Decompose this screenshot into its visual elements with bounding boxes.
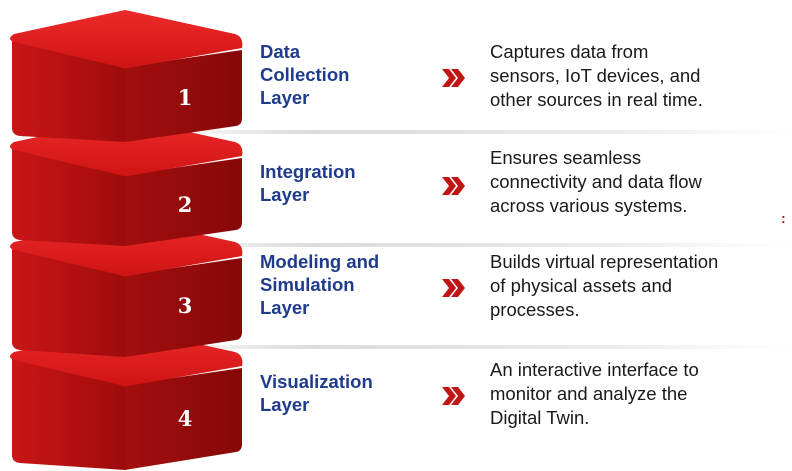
- separator-band: [150, 130, 792, 134]
- layer-title-1: Data Collection Layer: [260, 40, 430, 109]
- description-line: Captures data from: [490, 41, 649, 62]
- layer-description-3: Builds virtual representation of physica…: [490, 250, 790, 322]
- description-line: monitor and analyze the: [490, 383, 688, 404]
- layer-title-line: Visualization: [260, 371, 373, 392]
- layer-block-1: 1: [10, 10, 243, 142]
- layer-title-line: Collection: [260, 64, 350, 85]
- layer-title-line: Data: [260, 41, 301, 62]
- layer-stack: 4 3 2 1: [10, 10, 243, 470]
- description-line: Builds virtual representation: [490, 251, 719, 272]
- layer-title-line: Layer: [260, 297, 310, 318]
- description-line: other sources in real time.: [490, 89, 703, 110]
- layer-number-3: 3: [178, 293, 193, 318]
- layer-description-2: Ensures seamless connectivity and data f…: [490, 146, 790, 218]
- description-line: across various systems.: [490, 195, 688, 216]
- layer-title-line: Layer: [260, 87, 310, 108]
- description-line: processes.: [490, 299, 580, 320]
- layer-description-4: An interactive interface to monitor and …: [490, 358, 790, 430]
- layer-title-line: Integration: [260, 161, 356, 182]
- layer-title-4: Visualization Layer: [260, 370, 430, 416]
- layer-number-1: 1: [178, 85, 193, 110]
- layer-title-2: Integration Layer: [260, 160, 430, 206]
- description-line: connectivity and data flow: [490, 171, 702, 192]
- layer-title-line: Modeling and: [260, 251, 380, 272]
- layer-number-4: 4: [178, 406, 193, 431]
- layer-title-line: Simulation: [260, 274, 355, 295]
- description-line: An interactive interface to: [490, 359, 699, 380]
- description-line: Ensures seamless: [490, 147, 642, 168]
- separator-band: [150, 345, 792, 349]
- double-chevron-icon: [442, 279, 465, 297]
- layer-number-2: 2: [178, 192, 193, 217]
- double-chevron-icon: [442, 177, 465, 195]
- layer-description-1: Captures data from sensors, IoT devices,…: [490, 40, 790, 112]
- description-line: sensors, IoT devices, and: [490, 65, 701, 86]
- double-chevron-icon: [442, 69, 465, 87]
- double-chevron-icon: [442, 387, 465, 405]
- decorative-mark: :: [781, 210, 786, 226]
- description-line: Digital Twin.: [490, 407, 590, 428]
- separator-band: [150, 243, 792, 247]
- description-line: of physical assets and: [490, 275, 673, 296]
- layer-title-line: Layer: [260, 184, 310, 205]
- layer-title-line: Layer: [260, 394, 310, 415]
- layer-title-3: Modeling and Simulation Layer: [260, 250, 430, 319]
